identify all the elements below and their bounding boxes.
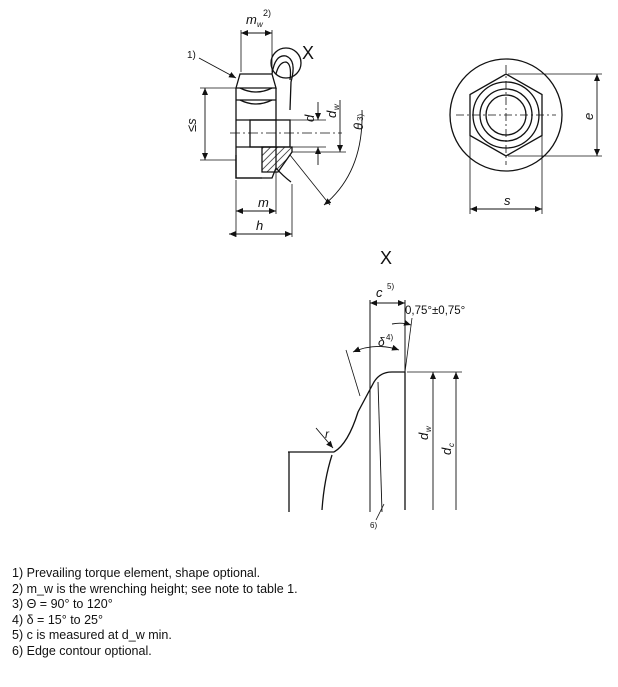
footnote-text: m_w is the wrenching height; see note to…: [26, 581, 298, 596]
label-s-le: ≤s: [184, 118, 199, 132]
label-c: c: [376, 285, 383, 300]
label-c-superscript: 5): [387, 282, 394, 291]
label-dc-subscript: c: [447, 443, 456, 447]
detail-view: [288, 300, 462, 521]
label-angle-tolerance: 0,75°±0,75°: [405, 305, 465, 317]
footnote-marker: 4): [12, 612, 24, 627]
label-e: e: [581, 113, 596, 120]
footnote-2: 2) m_w is the wrenching height; see note…: [12, 582, 612, 598]
label-detail-dw: d: [416, 432, 431, 440]
footnote-text: Θ = 90° to 120°: [26, 597, 113, 612]
label-mw-superscript: 2): [263, 8, 271, 18]
flange-circle: [449, 58, 563, 172]
label-dw: d: [324, 110, 339, 118]
footnotes: 1) Prevailing torque element, shape opti…: [12, 566, 612, 660]
footnote-text: δ = 15° to 25°: [26, 612, 103, 627]
label-dw-subscript: w: [332, 103, 341, 110]
footnote-marker: 6): [12, 643, 24, 658]
label-h: h: [256, 218, 263, 233]
label-r: r: [325, 427, 330, 441]
footnote-marker: 1): [12, 566, 24, 580]
end-view-labels: e s: [504, 113, 596, 208]
footnote-5: 5) c is measured at d_w min.: [12, 628, 612, 644]
footnote-4: 4) δ = 15° to 25°: [12, 613, 612, 629]
label-delta: δ: [378, 335, 385, 349]
technical-drawing: 1) m w 2) X ≤s d d w θ 3) m h e s: [184, 8, 602, 530]
label-theta: θ: [351, 123, 366, 130]
prevailing-torque-element: [271, 55, 294, 111]
footnote-marker: 2): [12, 581, 24, 596]
footnote-3: 3) Θ = 90° to 120°: [12, 597, 612, 613]
side-view: [198, 30, 363, 237]
side-view-labels: 1) m w 2) X ≤s d d w θ 3) m h: [184, 8, 366, 233]
label-dc: d: [439, 447, 454, 455]
label-note-6: 6): [370, 521, 377, 530]
detail-title-x: X: [380, 248, 392, 268]
flange-section-hatch: [261, 146, 293, 173]
footnote-6: 6) Edge contour optional.: [12, 644, 612, 660]
label-delta-superscript: 4): [386, 333, 393, 342]
footnote-1: 1) Prevailing torque element, shape opti…: [12, 566, 612, 582]
label-theta-superscript: 3): [356, 114, 365, 121]
footnote-marker: 3): [12, 597, 24, 612]
footnote-text: Prevailing torque element, shape optiona…: [26, 566, 261, 580]
footnote-text: Edge contour optional.: [26, 643, 152, 658]
footnote-text: c is measured at d_w min.: [26, 628, 172, 643]
footnote-marker: 5): [12, 628, 24, 643]
label-mw-subscript: w: [257, 20, 264, 29]
label-m: m: [258, 195, 269, 210]
label-detail-x: X: [302, 43, 314, 63]
detail-circle: [270, 47, 302, 79]
callout-1: 1): [187, 50, 196, 61]
label-s: s: [504, 193, 511, 208]
detail-view-labels: X c 5) 0,75°±0,75° δ 4) r d w d c 6): [325, 248, 465, 530]
label-mw: m: [246, 12, 257, 27]
label-d: d: [302, 114, 317, 122]
end-view: [449, 58, 602, 214]
label-detail-dw-subscript: w: [424, 425, 433, 432]
flange-contour: [333, 371, 406, 510]
